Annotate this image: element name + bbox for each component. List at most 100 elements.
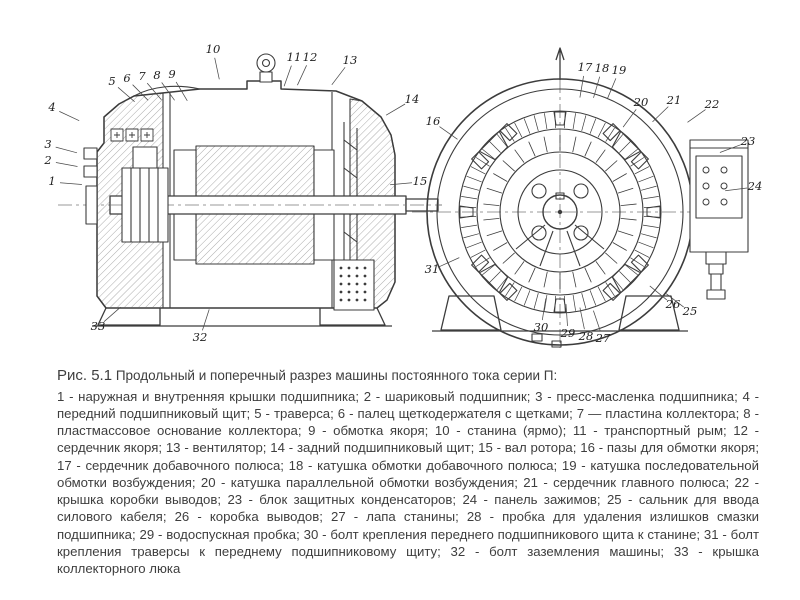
parts-list: 1 - наружная и внутренняя крышки подшипн…	[57, 388, 759, 577]
callout-number: 8	[153, 68, 160, 82]
callout-number: 3	[44, 137, 51, 151]
callout-leader-line	[390, 182, 413, 186]
callout-number: 30	[534, 320, 549, 334]
callout-leader-line	[607, 78, 617, 99]
callout-number: 4	[47, 100, 55, 114]
caption-line: Рис. 5.1 Продольный и поперечный разрез …	[57, 366, 759, 386]
callout-leader-line	[103, 306, 121, 322]
callout-number: 19	[612, 63, 627, 77]
callout-number: 10	[206, 42, 221, 56]
callout-number: 18	[595, 61, 610, 75]
rotor-spokes	[515, 224, 605, 267]
yoke-bore-circle	[458, 110, 662, 314]
callout-leader-line	[161, 82, 175, 101]
callout-number: 25	[682, 304, 698, 318]
callout-leader-line	[725, 187, 748, 192]
end-winding	[173, 213, 197, 261]
shaft-bore	[542, 194, 578, 230]
terminal-box	[689, 139, 749, 300]
callout-number: 9	[168, 67, 175, 81]
callout-leader-line	[439, 126, 458, 140]
callout-leader-line	[541, 298, 547, 321]
figure-caption: Рис. 5.1 Продольный и поперечный разрез …	[57, 366, 759, 578]
callout-number: 1	[48, 174, 55, 188]
callout-leader-line	[117, 87, 135, 102]
callout-number: 15	[413, 174, 428, 188]
callout-number: 32	[193, 330, 208, 344]
commutator	[121, 167, 169, 243]
armature-slot-hatching	[460, 112, 660, 312]
callout-leader-line	[649, 285, 668, 301]
callout-number: 28	[578, 329, 594, 343]
callout-leader-line	[297, 65, 307, 86]
keyway	[555, 192, 565, 200]
machine-feet	[92, 307, 392, 327]
lifting-pin	[555, 47, 565, 80]
armature-core	[195, 213, 315, 265]
callout-number: 33	[91, 319, 106, 333]
callout-leader-line	[652, 106, 669, 123]
callout-leader-line	[665, 293, 684, 308]
figure-number: Рис. 5.1	[57, 367, 113, 384]
callout-leader-line	[175, 81, 188, 101]
drain-plug	[531, 333, 543, 342]
lifting-eye	[256, 53, 276, 83]
callout-leader-line	[55, 146, 78, 154]
callout-leader-line	[593, 310, 601, 332]
callout-number: 23	[740, 134, 756, 148]
end-winding	[313, 213, 335, 261]
callout-leader-line	[202, 309, 210, 331]
figure-title: Продольный и поперечный разрез машины по…	[115, 368, 558, 383]
terminal-panel	[333, 259, 375, 311]
armature-teeth	[483, 135, 637, 289]
callout-leader-line	[385, 103, 406, 116]
terminal-studs	[702, 166, 728, 206]
cable-gland	[705, 251, 727, 300]
callout-leader-line	[622, 109, 637, 128]
callout-leader-line	[59, 182, 82, 185]
callout-leader-line	[132, 84, 149, 101]
machine-feet	[432, 295, 688, 332]
callout-number: 2	[43, 153, 51, 167]
callout-number: 7	[138, 69, 146, 83]
callout-number: 31	[425, 262, 440, 276]
callout-leader-line	[59, 111, 80, 122]
callout-number: 20	[633, 95, 649, 109]
end-winding	[313, 149, 335, 197]
callout-number: 5	[108, 74, 115, 88]
brush-holder	[132, 146, 158, 169]
callout-number: 24	[747, 179, 763, 193]
callout-number: 29	[560, 326, 576, 340]
callout-leader-line	[719, 144, 741, 153]
callout-leader-line	[331, 67, 346, 86]
callout-leader-line	[55, 162, 78, 167]
grease-plug	[551, 340, 562, 348]
callout-leader-line	[439, 257, 460, 268]
callout-number: 21	[666, 93, 682, 107]
callout-leader-line	[214, 57, 220, 80]
callout-leader-line	[283, 65, 292, 87]
callout-number: 13	[343, 53, 358, 67]
callout-number: 17	[578, 60, 593, 74]
callout-leader-line	[593, 76, 601, 98]
callout-number: 27	[595, 331, 611, 345]
callout-number: 22	[704, 97, 720, 111]
end-winding	[173, 149, 197, 197]
callout-number: 6	[123, 71, 130, 85]
frame-inner-circle	[436, 88, 684, 336]
callout-number: 26	[665, 297, 681, 311]
callout-number: 14	[405, 92, 420, 106]
callout-leader-line	[146, 82, 162, 101]
vent-holes	[531, 183, 589, 241]
brush-studs	[110, 128, 154, 142]
callout-leader-line	[687, 109, 706, 123]
callout-number: 11	[287, 50, 302, 64]
callout-leader-line	[579, 307, 585, 330]
